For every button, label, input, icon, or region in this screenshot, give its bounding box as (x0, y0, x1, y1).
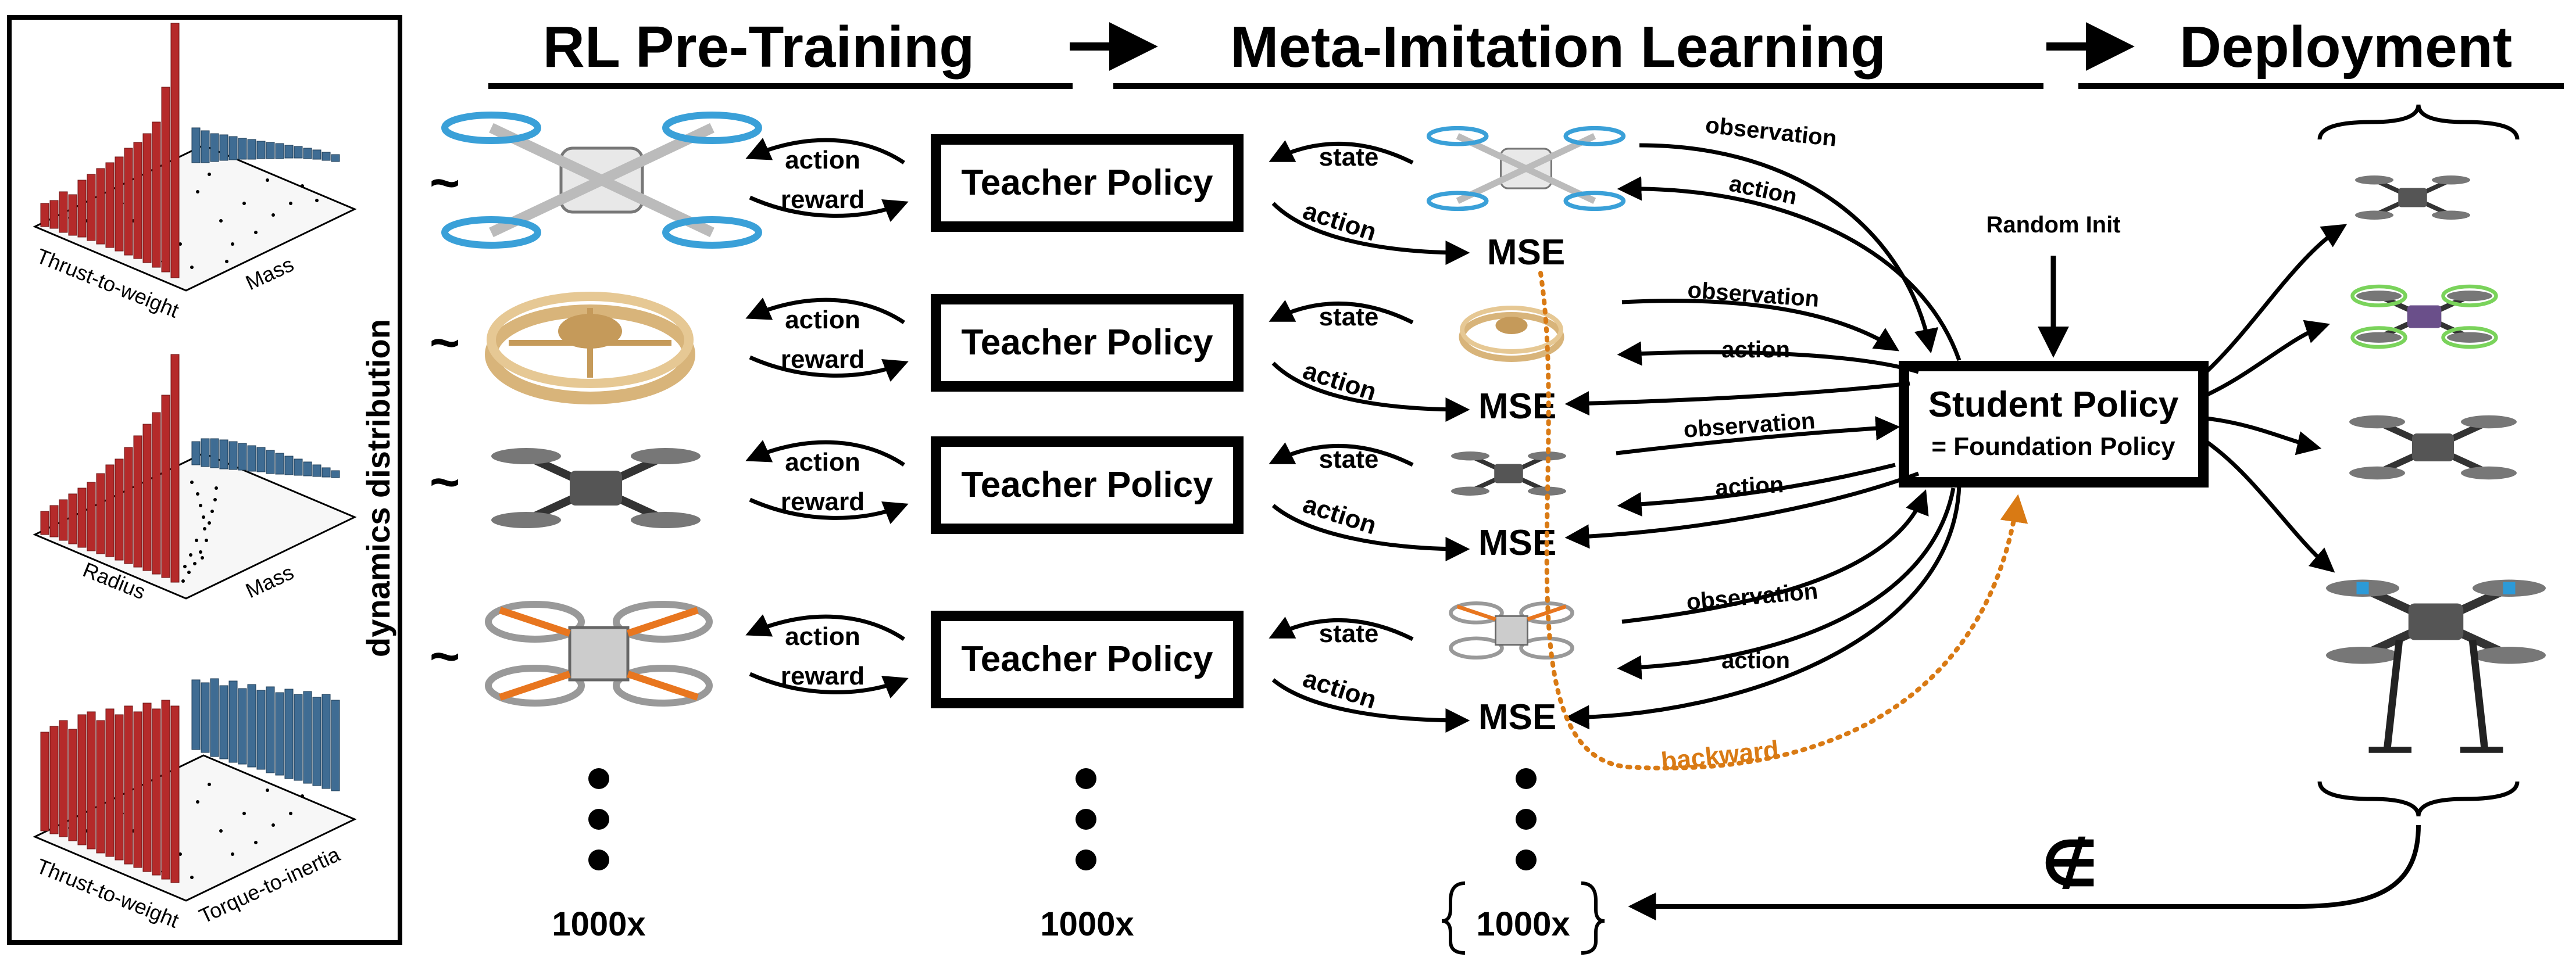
stage-title-meta-imitation: Meta-Imitation Learning (1230, 15, 1886, 80)
mse-label-2: MSE (1478, 386, 1556, 426)
rl-reward-label-4: reward (781, 662, 864, 690)
rl-action-label-2: action (785, 306, 860, 334)
mse-label-3: MSE (1478, 523, 1556, 563)
tilde-3: ~ (430, 453, 460, 511)
teacher-policy-label-1: Teacher Policy (961, 163, 1213, 203)
tilde-4: ~ (430, 628, 460, 686)
stage-title-rl-pretraining: RL Pre-Training (543, 15, 975, 80)
rl-reward-label-1: reward (781, 185, 864, 214)
rl-action-label-4: action (785, 622, 860, 651)
quadrotor-blue-icon-meta (1426, 126, 1626, 212)
teacher-policy-box-1 (931, 134, 1244, 232)
state-label-3: state (1319, 445, 1379, 474)
state-label-1: state (1319, 143, 1379, 171)
count-label-rl: 1000x (552, 905, 645, 943)
teacher-policy-box-4 (931, 611, 1244, 708)
quadrotor-blue-icon (441, 112, 762, 249)
observation-label-1: observation (1704, 112, 1838, 151)
ellipsis-col-2 (1076, 768, 1096, 870)
row-1: ~ action reward Teacher Policy state act… (430, 112, 1626, 273)
count-right-brace (1581, 881, 1605, 955)
not-in-arrow (1628, 825, 2421, 920)
action-label-2: action (1299, 356, 1380, 407)
student-policy-box (1899, 361, 2209, 488)
quadrotor-black-frame-icon (491, 448, 701, 528)
row-3: ~ action reward Teacher Policy state act… (430, 436, 1566, 563)
distribution-plot-2: Radius Mass (33, 354, 357, 604)
observation-label-2: observation (1687, 277, 1820, 312)
distribution-plot-1: Thrust-to-weight Mass (33, 23, 357, 322)
dynamics-panel-frame (7, 15, 402, 945)
random-init-label: Random Init (1986, 212, 2120, 238)
teacher-policy-label-4: Teacher Policy (961, 639, 1213, 679)
quadrotor-wood-ring-icon (485, 292, 695, 404)
ellipsis-col-3 (1516, 768, 1537, 870)
student-policy-label: Student Policy (1928, 385, 2179, 425)
deployment-drone-icons (2326, 175, 2546, 753)
rl-reward-label-2: reward (781, 345, 864, 374)
count-left-brace (1441, 881, 1466, 955)
observation-label-3: observation (1682, 408, 1816, 443)
observation-label-4: observation (1685, 578, 1819, 615)
backward-label: backward (1660, 736, 1780, 776)
mse-label-4: MSE (1478, 697, 1556, 737)
dynamics-distribution-label: dynamics distribution (360, 319, 396, 657)
student-action-label-4: action (1721, 648, 1790, 673)
count-label-teacher: 1000x (1040, 905, 1134, 943)
ellipsis-col-1 (588, 768, 609, 870)
student-action-label-2: action (1721, 337, 1790, 363)
backward-arrow (1538, 271, 2028, 770)
mse-label-1: MSE (1487, 232, 1565, 273)
state-label-2: state (1319, 303, 1379, 331)
rl-action-label-3: action (785, 448, 860, 476)
deploy-bottom-brace (2317, 781, 2520, 817)
not-in-symbol: ∉ (2041, 829, 2099, 900)
teacher-policy-label-2: Teacher Policy (961, 322, 1213, 363)
state-label-4: state (1319, 619, 1379, 648)
foundation-policy-label: = Foundation Policy (1931, 432, 2175, 461)
quadrotor-orange-guard-icon-meta (1449, 601, 1574, 660)
tilde-2: ~ (430, 314, 460, 372)
quadrotor-wood-ring-icon-meta (1459, 306, 1564, 362)
student-action-label-3: action (1714, 472, 1784, 501)
distribution-plot-3: Thrust-to-weight Torque-to-inertia (33, 678, 357, 933)
rl-reward-label-3: reward (781, 488, 864, 516)
row-4: ~ action reward Teacher Policy state act… (430, 601, 1574, 737)
teacher-policy-box-3 (931, 436, 1244, 534)
action-label-3: action (1299, 490, 1380, 540)
deploy-top-brace (2317, 104, 2520, 140)
stage-title-deployment: Deployment (2180, 15, 2512, 80)
rl-action-label-1: action (785, 146, 860, 174)
teacher-policy-label-3: Teacher Policy (961, 465, 1213, 505)
tilde-1: ~ (430, 154, 460, 212)
quadrotor-orange-guard-icon (485, 601, 713, 707)
count-label-meta: 1000x (1476, 905, 1570, 943)
row-2: ~ action reward Teacher Policy state act… (430, 292, 1564, 426)
teacher-policy-box-2 (931, 294, 1244, 392)
